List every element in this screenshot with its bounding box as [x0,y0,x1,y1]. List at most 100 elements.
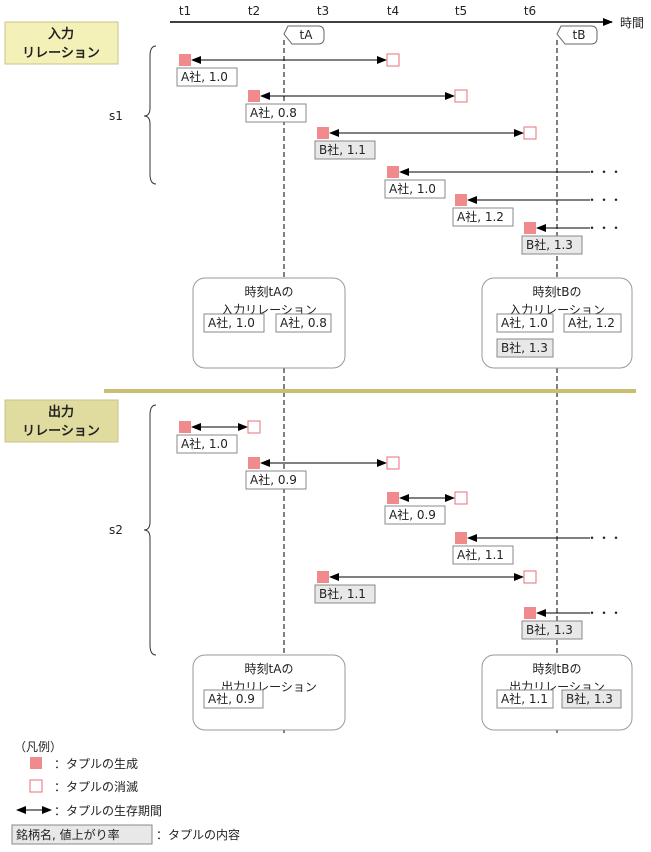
snapshot-item-label: A社, 1.0 [208,315,255,330]
legend-deleted-icon [29,779,43,793]
tuple-content-label: A社, 0.9 [250,472,297,487]
continuation-dots: ・・・ [586,165,622,179]
snapshot-item-box [561,689,622,709]
snapshot-box [192,654,346,731]
tuple-deleted-marker [247,420,261,434]
snapshot-item-box [496,313,554,333]
tuple-created-marker [387,492,399,504]
tuple-created-marker [248,457,260,469]
snapshot-item-box [496,338,554,358]
tuple-content-label: A社, 1.2 [457,209,504,224]
legend-content-text: ：タプルの内容 [156,827,240,842]
snapshot-item-label: B社, 1.3 [566,691,613,706]
time-tick-t3: t3 [317,4,329,18]
tuple-content-box [384,179,446,199]
snapshot-item-label: B社, 1.3 [501,340,548,355]
tuple-content-box [521,235,583,255]
legend-content-sample: 銘柄名, 値上がり率 [16,827,120,842]
tuple-content-label: A社, 1.0 [181,69,228,84]
tuple-created-marker [248,90,260,102]
snapshot-item-box [275,313,332,333]
tuple-content-box [314,584,376,604]
snapshot-title-line1: 時刻tAの [245,662,294,676]
snapshot-item-label: A社, 0.9 [208,691,255,706]
snapshot-title-line1: 時刻tAの [245,285,294,299]
tuple-deleted-marker [454,89,468,103]
tuple-created-marker [317,127,329,139]
snapshot-title-line1: 時刻tBの [533,662,582,676]
tuple-content-box [452,207,514,227]
time-tick-t5: t5 [455,4,467,18]
tuple-content-box [521,620,583,640]
continuation-dots: ・・・ [586,221,622,235]
time-tick-t2: t2 [248,4,260,18]
legend-deleted-text: ：タプルの消滅 [54,780,138,794]
marker-label-tB: tB [573,28,586,42]
legend-created-text: ：タプルの生成 [54,757,138,771]
snapshot-item-label: A社, 1.2 [568,315,615,330]
continuation-dots: ・・・ [586,606,622,620]
continuation-dots: ・・・ [586,531,622,545]
section-title-line1: 出力 [48,404,74,420]
legend-content-box [11,824,153,845]
tuple-content-box [245,103,307,123]
snapshot-item-label: A社, 1.1 [501,691,548,706]
tuple-content-label: B社, 1.1 [319,142,366,157]
tuple-content-label: B社, 1.1 [319,586,366,601]
stream-brace [143,45,157,185]
tuple-created-marker [179,421,191,433]
tuple-deleted-marker [523,570,537,584]
legend-created-icon [30,757,42,769]
legend-title: （凡例） [14,740,62,754]
tuple-created-marker [387,166,399,178]
tuple-content-label: A社, 0.8 [250,105,297,120]
time-tick-t1: t1 [179,4,191,18]
snapshot-item-box [563,313,622,333]
legend-lifetime-text: ：タプルの生存期間 [54,804,162,818]
snapshot-title-line1: 時刻tBの [533,285,582,299]
snapshot-item-box [203,689,264,709]
tuple-created-marker [524,607,536,619]
snapshot-item-box [203,313,265,333]
tuple-content-label: A社, 0.9 [389,507,436,522]
tuple-content-box [314,140,376,160]
tuple-content-label: A社, 1.0 [389,181,436,196]
tuple-content-label: A社, 1.1 [457,547,504,562]
marker-label-tA: tA [300,28,314,42]
time-axis-label: 時間 [620,16,644,30]
tuple-deleted-marker [523,126,537,140]
section-title-box [4,21,119,65]
tuple-created-marker [179,54,191,66]
snapshot-item-box [496,689,554,709]
stream-label-s1: s1 [109,109,123,123]
marker-callout-tA [283,25,325,45]
snapshot-item-label: A社, 0.8 [280,315,327,330]
time-tick-t6: t6 [524,4,536,18]
tuple-content-box [176,434,238,454]
section-title-line1: 入力 [48,26,74,42]
tuple-content-label: B社, 1.3 [526,622,573,637]
marker-callout-tB [556,25,598,45]
tuple-created-marker [524,222,536,234]
tuple-content-box [384,505,446,525]
continuation-dots: ・・・ [586,193,622,207]
stream-brace [143,404,157,656]
section-title-box [4,399,119,443]
snapshot-box [481,654,633,731]
tuple-created-marker [317,571,329,583]
snapshot-box [192,277,346,369]
tuple-content-box [176,67,238,87]
stream-label-s2: s2 [109,523,123,537]
snapshot-item-label: A社, 1.0 [501,315,548,330]
tuple-deleted-marker [454,491,468,505]
tuple-deleted-marker [386,456,400,470]
time-tick-t4: t4 [387,4,399,18]
section-title-line2: リレーション [22,424,100,439]
tuple-content-box [452,545,514,565]
tuple-content-label: A社, 1.0 [181,436,228,451]
tuple-created-marker [455,194,467,206]
tuple-deleted-marker [386,53,400,67]
tuple-created-marker [455,532,467,544]
section-title-line2: リレーション [22,46,100,61]
